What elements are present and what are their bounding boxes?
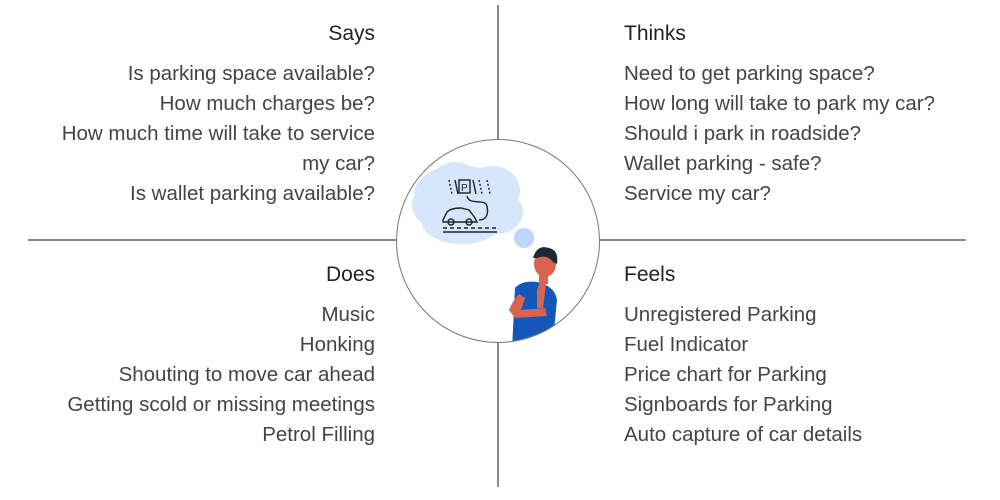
does-item: Petrol Filling: [262, 423, 375, 446]
feels-item: Unregistered Parking: [624, 303, 817, 326]
does-item: Honking: [299, 333, 375, 356]
thinks-title: Thinks: [624, 22, 686, 45]
thinks-item: Need to get parking space?: [624, 62, 875, 85]
parking-sign-letter: P: [461, 183, 468, 194]
says-title: Says: [328, 22, 375, 45]
feels-quadrant: Feels Unregistered Parking Fuel Indicato…: [624, 262, 994, 450]
thinking-person-icon: P: [412, 162, 558, 342]
does-quadrant: Does Music Honking Shouting to move car …: [5, 262, 375, 450]
thinks-quadrant: Thinks Need to get parking space? How lo…: [624, 21, 994, 209]
says-item: my car?: [302, 152, 375, 175]
feels-title: Feels: [624, 263, 676, 286]
feels-item: Price chart for Parking: [624, 363, 827, 386]
says-item: Is wallet parking available?: [130, 182, 375, 205]
feels-item: Auto capture of car details: [624, 423, 863, 446]
feels-item: Signboards for Parking: [624, 393, 833, 416]
does-title: Does: [325, 263, 375, 286]
says-item: Is parking space available?: [127, 62, 375, 85]
does-item: Shouting to move car ahead: [118, 363, 375, 386]
car-parking-icon: [442, 179, 497, 233]
says-item: How much time will take to service: [61, 122, 375, 145]
says-item: How much charges be?: [159, 92, 375, 115]
feels-item: Fuel Indicator: [624, 333, 749, 356]
does-item: Music: [321, 303, 375, 326]
does-item: Getting scold or missing meetings: [67, 393, 375, 416]
thinks-item: Wallet parking - safe?: [624, 152, 822, 175]
person-figure: [509, 247, 558, 342]
thinks-item: How long will take to park my car?: [624, 92, 936, 115]
thinks-item: Service my car?: [624, 182, 771, 205]
thinks-item: Should i park in roadside?: [624, 122, 862, 145]
persona-illustration: P: [396, 139, 600, 343]
says-quadrant: Says Is parking space available? How muc…: [5, 21, 375, 209]
